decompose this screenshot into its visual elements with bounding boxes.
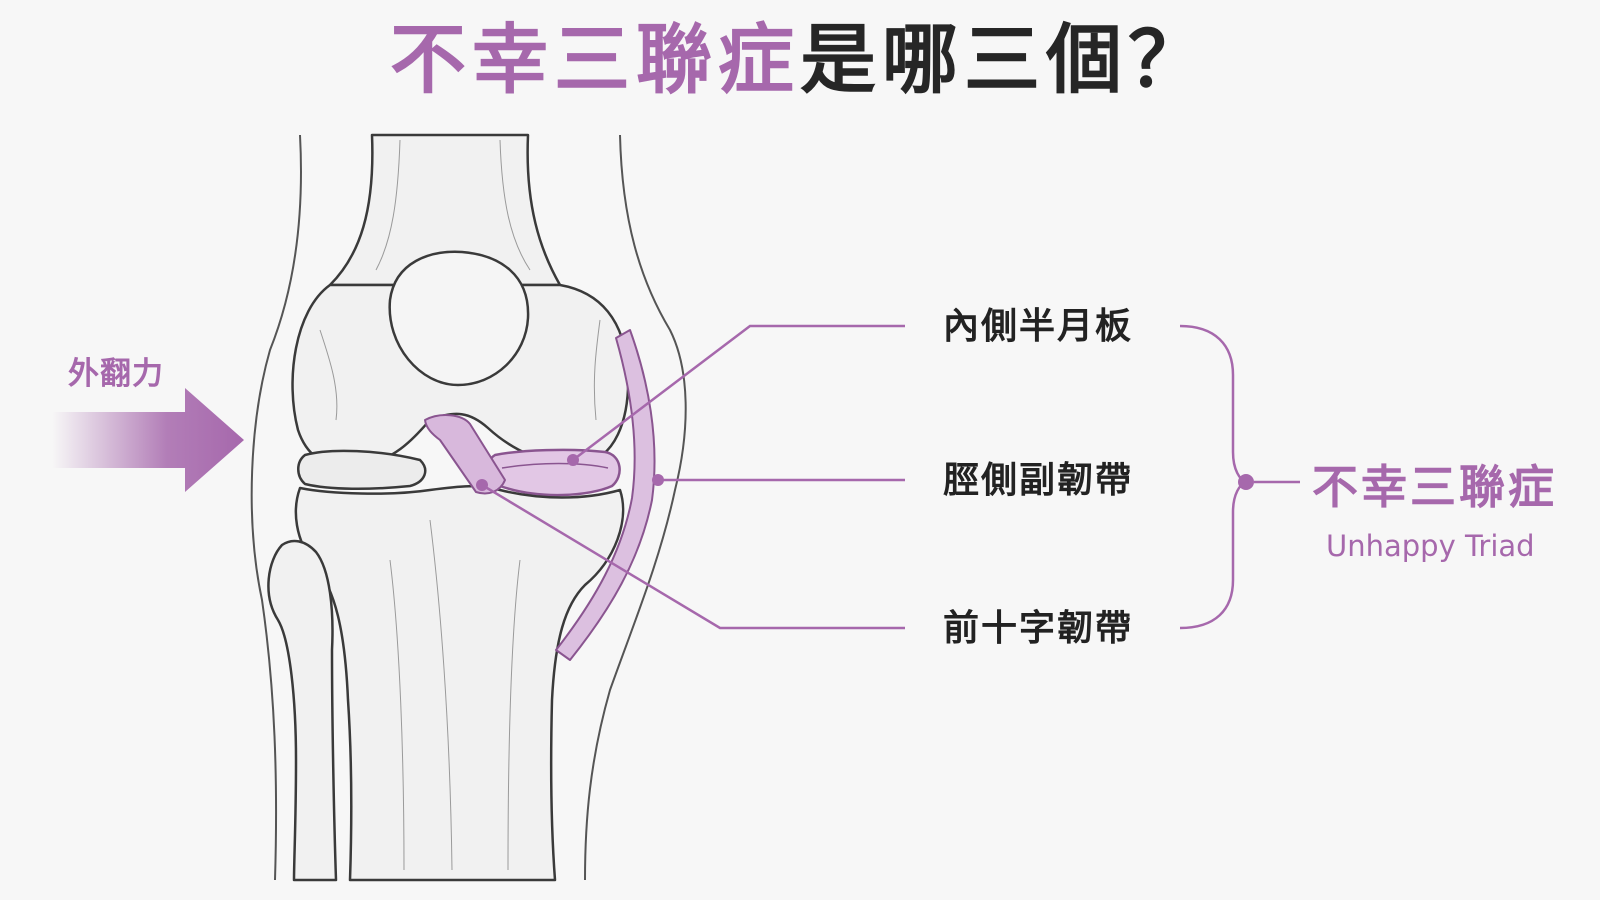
page-title: 不幸三聯症是哪三個？ xyxy=(0,22,1600,98)
leader-lines xyxy=(481,324,905,630)
title-highlight: 不幸三聯症 xyxy=(390,15,800,104)
triad-title: 不幸三聯症 xyxy=(1312,460,1557,514)
label-medial-meniscus: 內側半月板 xyxy=(943,306,1134,347)
knee-joint-illustration xyxy=(250,133,687,882)
leader-line-meniscus xyxy=(572,324,905,461)
valgus-force-arrow xyxy=(52,388,244,492)
triad-subtitle: Unhappy Triad xyxy=(1326,529,1535,563)
leader-line-acl xyxy=(481,483,905,630)
marker-dot-acl xyxy=(476,479,488,491)
brace-dot xyxy=(1238,474,1254,490)
right-brace xyxy=(1179,324,1250,630)
label-acl: 前十字韌帶 xyxy=(943,608,1134,649)
marker-dot-mcl xyxy=(652,474,664,486)
force-label: 外翻力 xyxy=(68,356,164,392)
marker-dot-meniscus xyxy=(567,454,579,466)
label-mcl: 脛側副韌帶 xyxy=(943,460,1134,501)
title-rest: 是哪三個？ xyxy=(800,15,1210,104)
